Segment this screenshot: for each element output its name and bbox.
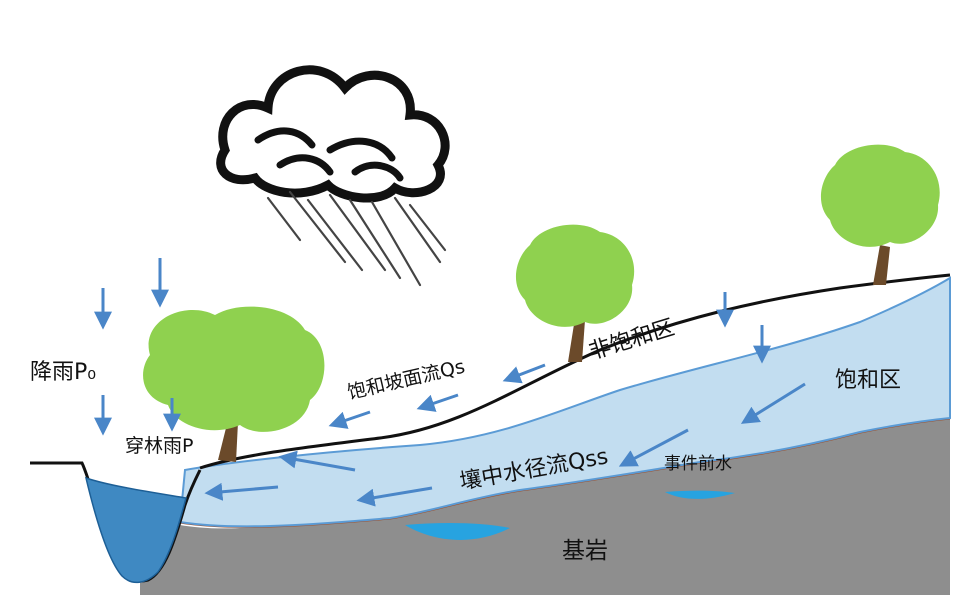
tree-icon	[143, 306, 325, 462]
rain-streaks-icon	[266, 190, 447, 287]
tree-icon	[820, 144, 940, 285]
cloud-icon	[216, 65, 450, 203]
ground-surface-line	[199, 273, 951, 470]
flow-arrow-icon	[204, 482, 279, 501]
flow-arrow-icon	[416, 393, 459, 412]
rainfall-label: 降雨P₀	[30, 360, 97, 385]
bedrock-label: 基岩	[562, 538, 608, 564]
flow-arrows	[204, 363, 806, 507]
pre-event-water-pool-1	[405, 523, 510, 540]
throughfall-label: 穿林雨P	[125, 435, 194, 457]
stream-water	[84, 476, 187, 584]
rain-arrows	[94, 258, 771, 436]
pre-event-water-pool-2	[665, 490, 735, 499]
flow-arrow-icon	[278, 450, 356, 472]
event-water-label: 事件前水	[664, 454, 732, 474]
flow-arrow-icon	[502, 363, 546, 384]
flow-arrow-icon	[356, 486, 433, 507]
saturated-zone-label: 饱和区	[835, 368, 902, 393]
flow-arrow-icon	[328, 410, 371, 429]
tree-icon	[515, 224, 635, 362]
flow-arrow-icon	[740, 382, 806, 424]
bedrock-layer	[140, 418, 950, 595]
saturated-soil-zone	[178, 276, 951, 528]
flow-arrow-icon	[618, 428, 689, 467]
